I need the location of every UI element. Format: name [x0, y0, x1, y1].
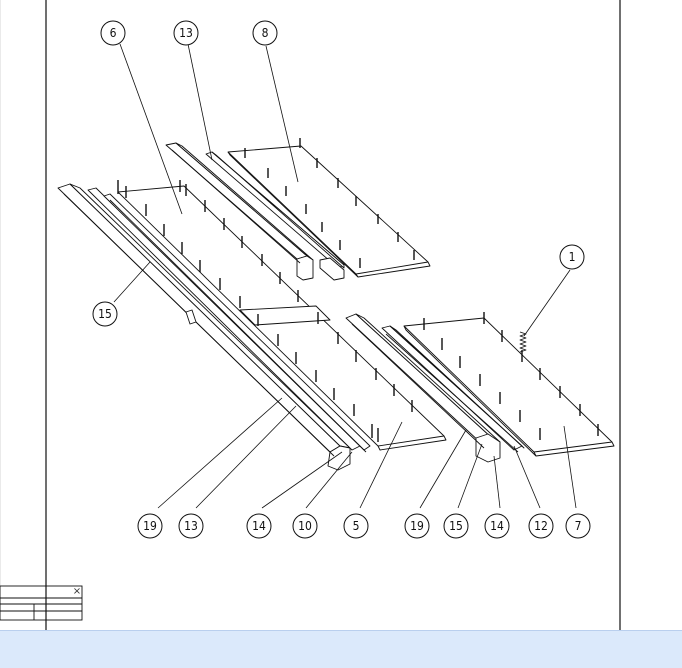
panel-6-5: [117, 185, 447, 451]
leader-lines: [113, 43, 577, 509]
title-block-fragment: [0, 585, 83, 630]
balloon-14-left: 14: [246, 513, 272, 539]
balloon-5: 5: [343, 513, 369, 539]
svg-text:14: 14: [490, 519, 504, 533]
balloon-14-right: 14: [484, 513, 510, 539]
svg-text:19: 19: [410, 519, 424, 533]
pegs: [117, 138, 599, 442]
svg-text:10: 10: [298, 519, 312, 533]
close-icon[interactable]: ×: [72, 586, 82, 597]
rails-left: [57, 183, 371, 471]
balloon-13-bottom: 13: [178, 513, 204, 539]
spring-1: [519, 331, 527, 353]
svg-text:12: 12: [534, 519, 548, 533]
rails-right: [345, 313, 525, 463]
svg-text:19: 19: [143, 519, 157, 533]
svg-text:6: 6: [110, 26, 117, 40]
panel-7: [403, 317, 615, 457]
svg-text:14: 14: [252, 519, 266, 533]
status-bar: [0, 630, 682, 668]
balloon-19-left: 19: [137, 513, 163, 539]
svg-text:15: 15: [98, 307, 112, 321]
svg-text:7: 7: [575, 519, 582, 533]
balloon-15-right: 15: [443, 513, 469, 539]
balloon-19-right: 19: [404, 513, 430, 539]
svg-text:1: 1: [569, 250, 576, 264]
svg-text:13: 13: [179, 26, 193, 40]
balloon-6: 6: [100, 20, 126, 46]
svg-text:5: 5: [353, 519, 360, 533]
balloons: 6 13 8 1 15 19 13 14: [92, 20, 591, 539]
balloon-13-top: 13: [173, 20, 199, 46]
balloon-10: 10: [292, 513, 318, 539]
balloon-8: 8: [252, 20, 278, 46]
mini-panel: ×: [0, 586, 82, 620]
rail-13-top: [165, 142, 345, 281]
svg-text:15: 15: [449, 519, 463, 533]
balloon-7: 7: [565, 513, 591, 539]
svg-text:8: 8: [262, 26, 269, 40]
parts-geometry: [57, 43, 615, 509]
balloon-15-left: 15: [92, 301, 118, 327]
panel-8: [227, 145, 431, 278]
balloon-1: 1: [559, 244, 585, 270]
svg-text:13: 13: [184, 519, 198, 533]
balloon-12: 12: [528, 513, 554, 539]
